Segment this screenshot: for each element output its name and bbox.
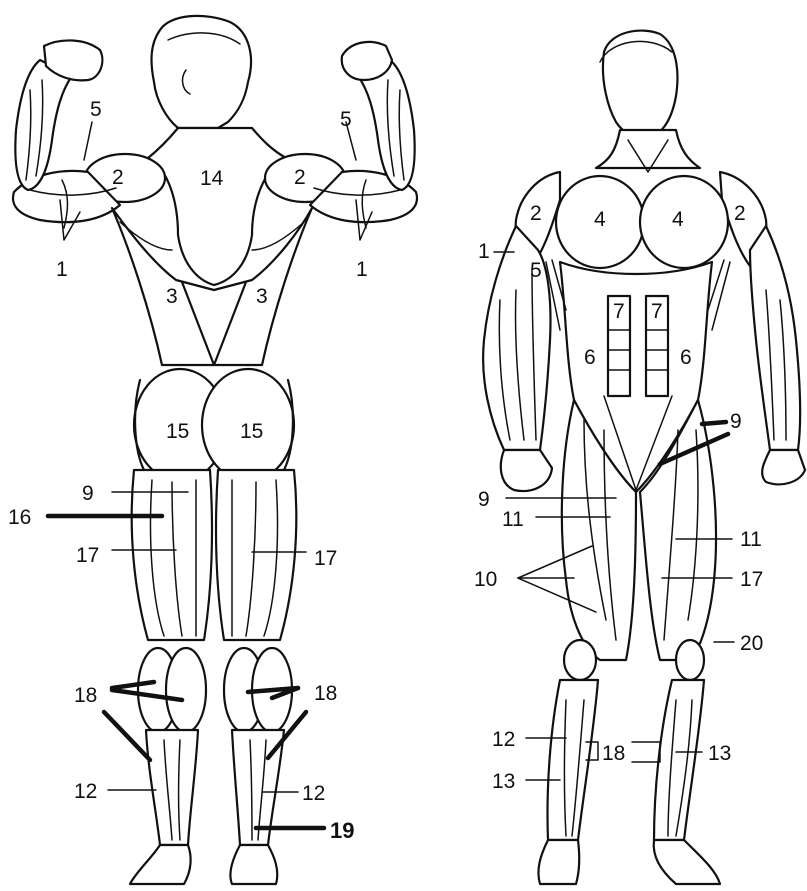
posterior-label-deltoid-right: 2 [294, 166, 306, 189]
anterior-arm-right [750, 226, 800, 450]
anterior-foot-left [538, 840, 579, 884]
anterior-neck [596, 130, 700, 168]
posterior-trapezius [148, 128, 286, 285]
anterior-label-quadriceps: 10 [474, 568, 497, 591]
anterior-label-vastus: 20 [740, 632, 763, 655]
anterior-label-soleus-left: 13 [492, 770, 515, 793]
anterior-label-gastrocnemius: 18 [602, 742, 625, 765]
posterior-label-achilles: 19 [330, 818, 354, 843]
anterior-label-triceps: 1 [478, 240, 490, 263]
anterior-hand-left [501, 450, 552, 491]
posterior-label-vastus-lateralis: 16 [8, 506, 31, 529]
posterior-label-hamstring-right: 17 [314, 547, 337, 570]
posterior-fist-right [342, 42, 392, 80]
anterior-label-deltoid-right: 2 [734, 202, 746, 225]
anterior-label-sartorius-left: 11 [502, 508, 524, 531]
posterior-label-gastrocnemius-left: 18 [74, 684, 97, 707]
posterior-label-tibialis-right: 12 [302, 782, 325, 805]
anterior-label-abs-left: 7 [613, 300, 625, 323]
posterior-label-biceps-left: 5 [90, 98, 102, 121]
anterior-figure [483, 31, 805, 884]
anterior-label-deltoid-left: 2 [530, 202, 542, 225]
posterior-label-biceps-right: 5 [340, 108, 352, 131]
anterior-knee-left [564, 640, 596, 680]
posterior-figure [13, 16, 417, 884]
posterior-label-lats-right: 3 [256, 285, 268, 308]
posterior-label-lats-left: 3 [166, 285, 178, 308]
anterior-label-biceps: 5 [530, 259, 542, 282]
posterior-label-triceps-left: 1 [56, 258, 68, 281]
anterior-label-oblique-left: 6 [584, 346, 596, 369]
posterior-label-glute-right: 15 [240, 420, 263, 443]
anterior-pec-right [640, 176, 728, 268]
posterior-label-hamstring-left: 17 [76, 544, 99, 567]
posterior-label-glute-left: 15 [166, 420, 189, 443]
anterior-label-adductor-right: 9 [730, 410, 742, 433]
anterior-label-tibialis: 12 [492, 728, 515, 751]
posterior-calf-left-b [166, 648, 206, 732]
posterior-foot-right [230, 845, 277, 884]
posterior-shin-left [146, 730, 198, 845]
anterior-label-pec-right: 4 [672, 208, 684, 231]
anterior-label-soleus-right: 13 [708, 742, 731, 765]
anterior-label-oblique-right: 6 [680, 346, 692, 369]
anterior-label-adductor-left: 9 [478, 488, 490, 511]
anterior-label-pec-left: 4 [594, 208, 606, 231]
posterior-label-tibialis-left: 12 [74, 780, 97, 803]
posterior-label-deltoid-left: 2 [112, 166, 124, 189]
anterior-label-abs-right: 7 [651, 300, 663, 323]
anterior-head [603, 31, 678, 139]
anterior-foot-right [654, 840, 720, 884]
posterior-label-adductor: 9 [82, 482, 94, 505]
anterior-label-rectus-femoris: 17 [740, 568, 763, 591]
posterior-label-gastrocnemius-right: 18 [314, 682, 337, 705]
posterior-label-triceps-right: 1 [356, 258, 368, 281]
anterior-hand-right [762, 450, 805, 484]
posterior-foot-left [130, 845, 191, 884]
posterior-label-trapezius: 14 [200, 167, 224, 190]
anterior-knee-right [676, 640, 704, 680]
anterior-label-sartorius-right: 11 [740, 528, 762, 551]
